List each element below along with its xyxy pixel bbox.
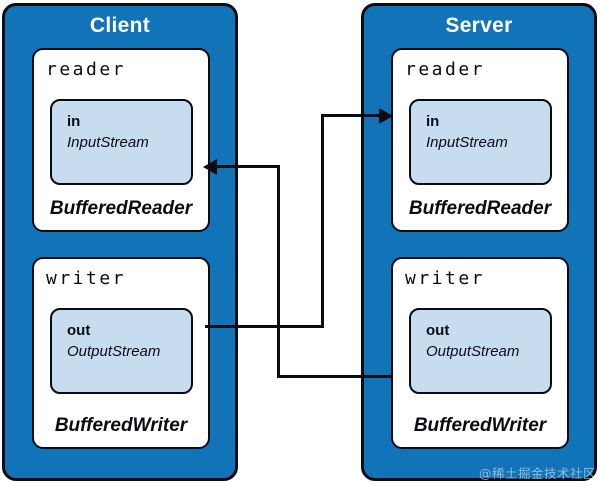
client-reader-stream-box: in InputStream [50,99,193,185]
arrow-client-writer-to-server-reader-segment [321,114,381,117]
arrowhead-into-server-reader-icon [379,107,393,124]
server-writer-class: BufferedWriter [413,415,547,436]
client-writer-box: writer out OutputStream BufferedWriter [32,257,210,449]
server-reader-stream-type: InputStream [426,134,508,151]
client-reader-label: reader [46,59,127,80]
server-reader-class: BufferedReader [408,198,552,219]
client-container: Client reader in InputStream BufferedRea… [2,3,238,481]
client-reader-box: reader in InputStream BufferedReader [32,48,210,232]
server-title: Server [445,14,513,37]
client-reader-stream-name: in [67,113,81,130]
server-reader-label: reader [405,59,486,80]
server-reader-stream-box: in InputStream [409,99,552,185]
arrowhead-into-client-reader-icon [203,158,217,175]
server-writer-stream-box: out OutputStream [409,308,552,394]
client-writer-stream-box: out OutputStream [50,308,193,394]
server-writer-box: writer out OutputStream BufferedWriter [391,257,569,449]
client-writer-class: BufferedWriter [54,415,188,436]
server-writer-stream-name: out [426,322,450,339]
server-writer-stream-type: OutputStream [426,343,520,360]
client-reader-class: BufferedReader [49,198,193,219]
client-reader-stream-type: InputStream [67,134,149,151]
client-writer-stream-type: OutputStream [67,343,161,360]
server-writer-label: writer [405,268,486,289]
arrow-server-writer-to-client-reader-segment [277,165,280,378]
server-reader-stream-name: in [426,113,440,130]
arrow-client-writer-to-server-reader-segment [321,114,324,328]
arrow-server-writer-to-client-reader-segment [216,165,280,168]
server-reader-box: reader in InputStream BufferedReader [391,48,569,232]
server-container: Server reader in InputStream BufferedRea… [361,3,597,481]
client-writer-stream-name: out [67,322,91,339]
watermark-text: @稀土掘金技术社区 [479,466,597,481]
client-title: Client [89,14,151,37]
arrow-server-writer-to-client-reader-segment [277,375,391,378]
client-writer-label: writer [46,268,127,289]
arrow-client-writer-to-server-reader-segment [205,325,324,328]
